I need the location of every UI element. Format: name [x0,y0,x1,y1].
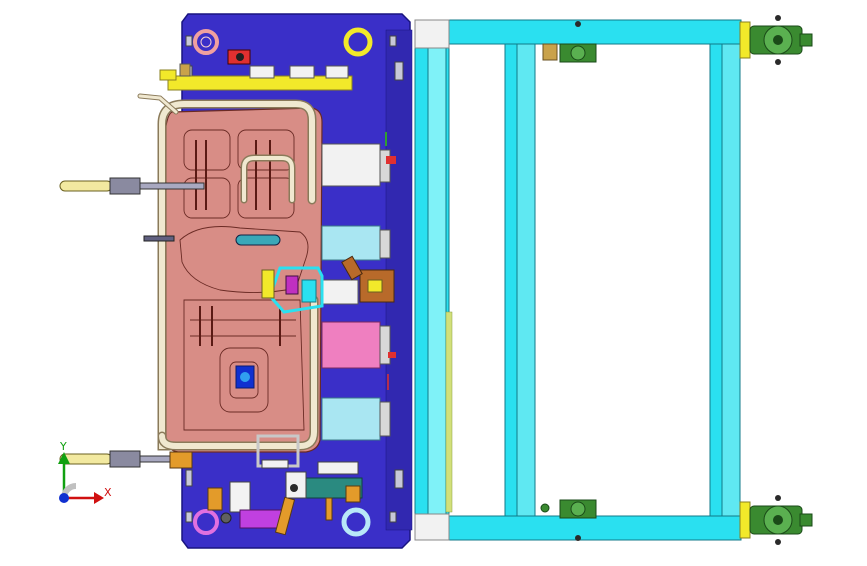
frame-rail-left-inner [427,47,447,515]
caster-plate-bottom [739,501,751,539]
locator-blocks [321,132,396,441]
door-panel [165,107,323,453]
frame-beam-bottom [448,515,742,541]
frame-inner-left2 [516,43,536,517]
frame-inner-right [709,43,723,517]
axis-y-label: Y [59,440,67,453]
bracket-top-inner [542,43,558,61]
caster-icon [540,15,813,545]
tube-frame [137,93,319,451]
axis-triad-icon [58,452,104,504]
frame-strip-yellow [445,311,453,513]
handle-bars [59,177,281,468]
ring-icon [193,27,373,537]
axis-x-label: X [104,486,112,499]
frame-cap-top [414,19,450,49]
frame-beam-top [448,19,742,45]
caster-plate-top [739,21,751,59]
frame-inner-right2 [721,43,741,517]
bottom-clamps [169,434,363,536]
center-clamp [261,266,324,314]
frame-inner-left [504,43,518,517]
frame-cap-bottom [414,513,450,541]
trolley-frame [414,19,751,541]
top-clamp-rail [159,49,353,91]
